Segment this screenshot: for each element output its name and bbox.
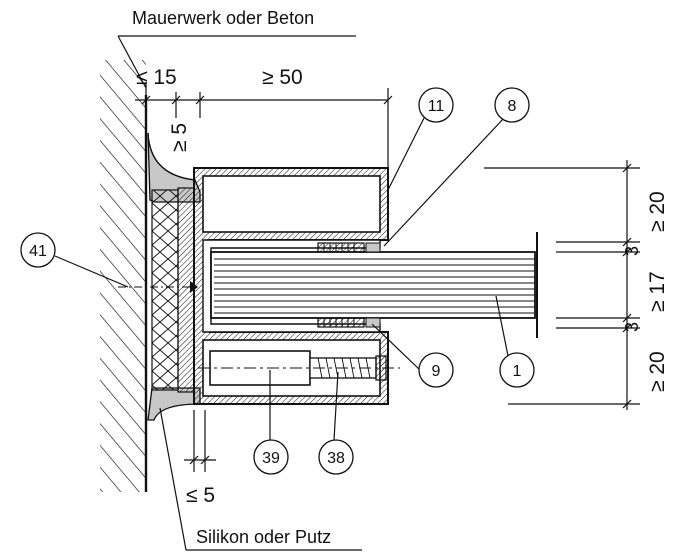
- dim-right-small-top: 3: [622, 246, 642, 256]
- dim-joint-bottom: ≤ 5: [186, 484, 215, 507]
- dimension-lines: [135, 82, 640, 472]
- dim-frame-width: ≥ 50: [262, 66, 303, 89]
- frame-profile: [193, 167, 389, 405]
- material-bottom-label: Silikon oder Putz: [196, 527, 331, 547]
- callout-8: 8: [508, 98, 517, 115]
- callout-9: 9: [432, 363, 441, 380]
- material-leaders: [117, 35, 362, 551]
- callout-11: 11: [428, 98, 445, 115]
- glass-pane: [210, 232, 538, 338]
- callout-leaders: [54, 117, 509, 441]
- dim-left-gap: ≤ 15: [136, 66, 177, 89]
- material-top-label: Mauerwerk oder Beton: [132, 8, 314, 28]
- callout-circles: [20, 87, 535, 475]
- dim-right-top: ≥ 20: [646, 191, 669, 232]
- dim-joint-top: ≥ 5: [168, 123, 191, 152]
- insulation-strip: [151, 189, 179, 391]
- callout-39: 39: [262, 450, 280, 467]
- callout-41: 41: [29, 243, 47, 260]
- anchor-screw: [198, 350, 400, 386]
- gaskets: [317, 242, 381, 328]
- callout-1: 1: [513, 363, 522, 380]
- dim-right-bottom: ≥ 20: [646, 351, 669, 392]
- dim-right-mid: ≥ 17: [646, 271, 669, 312]
- wall: [100, 60, 148, 492]
- dim-right-small-bottom: 3: [622, 322, 642, 332]
- callout-38: 38: [327, 450, 345, 467]
